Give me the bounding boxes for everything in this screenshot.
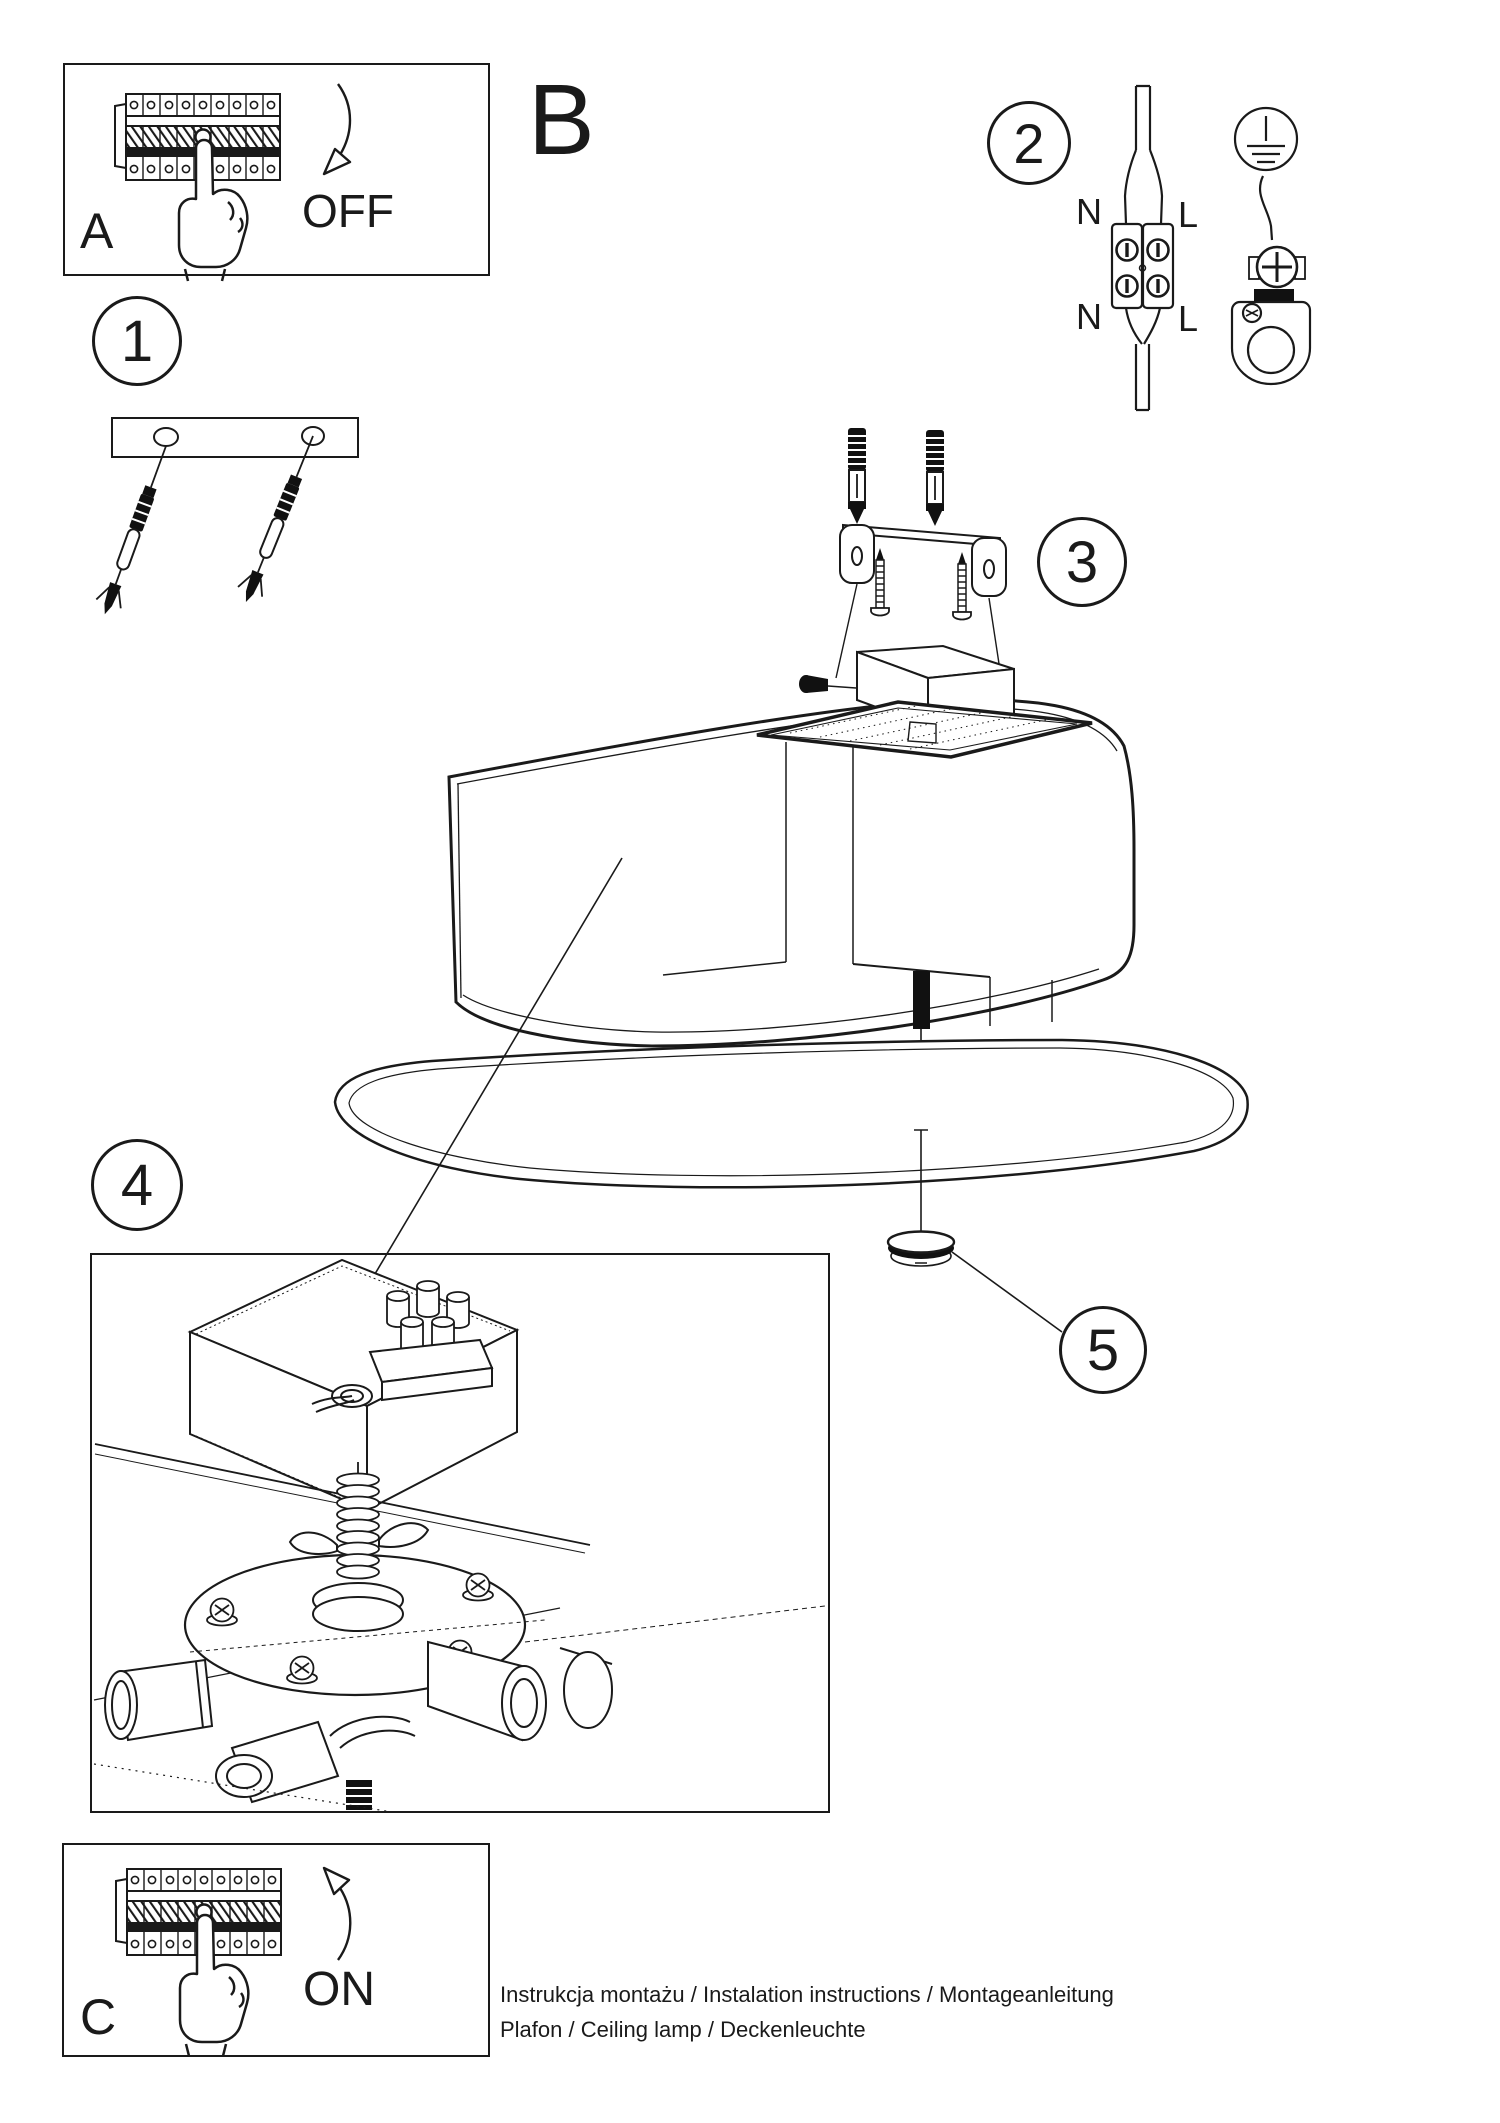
detail-view-art (93, 1258, 826, 1811)
step-2-art (1110, 84, 1312, 412)
ceiling-plate-art (756, 700, 1093, 759)
footer-line-2: Plafon / Ceiling lamp / Deckenleuchte (500, 2017, 866, 2042)
threaded-rod (913, 971, 930, 1029)
shade-interior-lines (662, 742, 1053, 1026)
step-2-badge: 2 (987, 101, 1071, 185)
inset-connectors (311, 1280, 494, 1413)
power-cable-art (1123, 84, 1164, 225)
neutral-label-bottom: N (1076, 296, 1102, 337)
inset-spring (336, 1462, 380, 1580)
panel-a-art (113, 83, 352, 283)
terminal-block-art (1110, 222, 1175, 310)
wall-plug-icon (847, 427, 867, 525)
side-screw-icon (799, 675, 857, 693)
footer-line-1: Instrukcja montażu / Instalation instruc… (500, 1982, 1114, 2007)
alignment-line (835, 583, 858, 679)
inset-wing-nut (288, 1522, 430, 1556)
ground-wire (1258, 175, 1274, 241)
neutral-label-top: N (1076, 191, 1102, 232)
screw-anchor-icon (91, 440, 180, 620)
inset-sockets (104, 1640, 613, 1804)
leader-to-step-4 (349, 857, 623, 1317)
line-label-bottom: L (1178, 298, 1199, 339)
label-c: C (80, 1989, 117, 2045)
step-1-badge: 1 (92, 296, 182, 386)
step-1-art (91, 417, 359, 620)
mounting-bracket-art (839, 523, 1007, 597)
step-a-frame (63, 63, 490, 276)
wall-plug-icon (925, 429, 945, 527)
shade-outline (447, 698, 1136, 1048)
mounting-strip (111, 417, 359, 458)
step-c-frame (62, 1843, 490, 2057)
off-arrow-icon (322, 83, 352, 176)
cable-out-art (1124, 307, 1162, 412)
canopy-art (756, 644, 1093, 759)
step-5-number: 5 (1086, 1317, 1120, 1383)
step-1-number: 1 (120, 308, 154, 374)
panel-c-art (114, 1866, 352, 2058)
step-3-badge: 3 (1037, 517, 1127, 607)
step-4-badge: 4 (91, 1139, 183, 1231)
step-4-number: 4 (120, 1152, 154, 1218)
ground-symbol-icon (1233, 106, 1299, 172)
step-3-number: 3 (1065, 529, 1099, 595)
on-label: ON (303, 1963, 375, 2016)
knob-art (886, 1129, 956, 1267)
diffuser-art (333, 1038, 1249, 1189)
step-2-number: 2 (1013, 111, 1045, 175)
step-3-art (835, 427, 1007, 691)
detail-inset-frame (90, 1253, 830, 1813)
mounting-screw-icon (952, 551, 972, 621)
on-arrow-icon (322, 1866, 352, 1961)
label-a: A (80, 203, 114, 259)
shade-art (447, 698, 1136, 1048)
ground-clamp-art (1230, 245, 1312, 386)
off-label: OFF (302, 185, 394, 237)
line-label-top: L (1178, 194, 1199, 235)
step-5-badge: 5 (1059, 1306, 1147, 1394)
section-b-label: B (528, 64, 595, 176)
strip-hole-right (301, 426, 325, 446)
leader-to-step-5 (951, 1251, 1063, 1333)
